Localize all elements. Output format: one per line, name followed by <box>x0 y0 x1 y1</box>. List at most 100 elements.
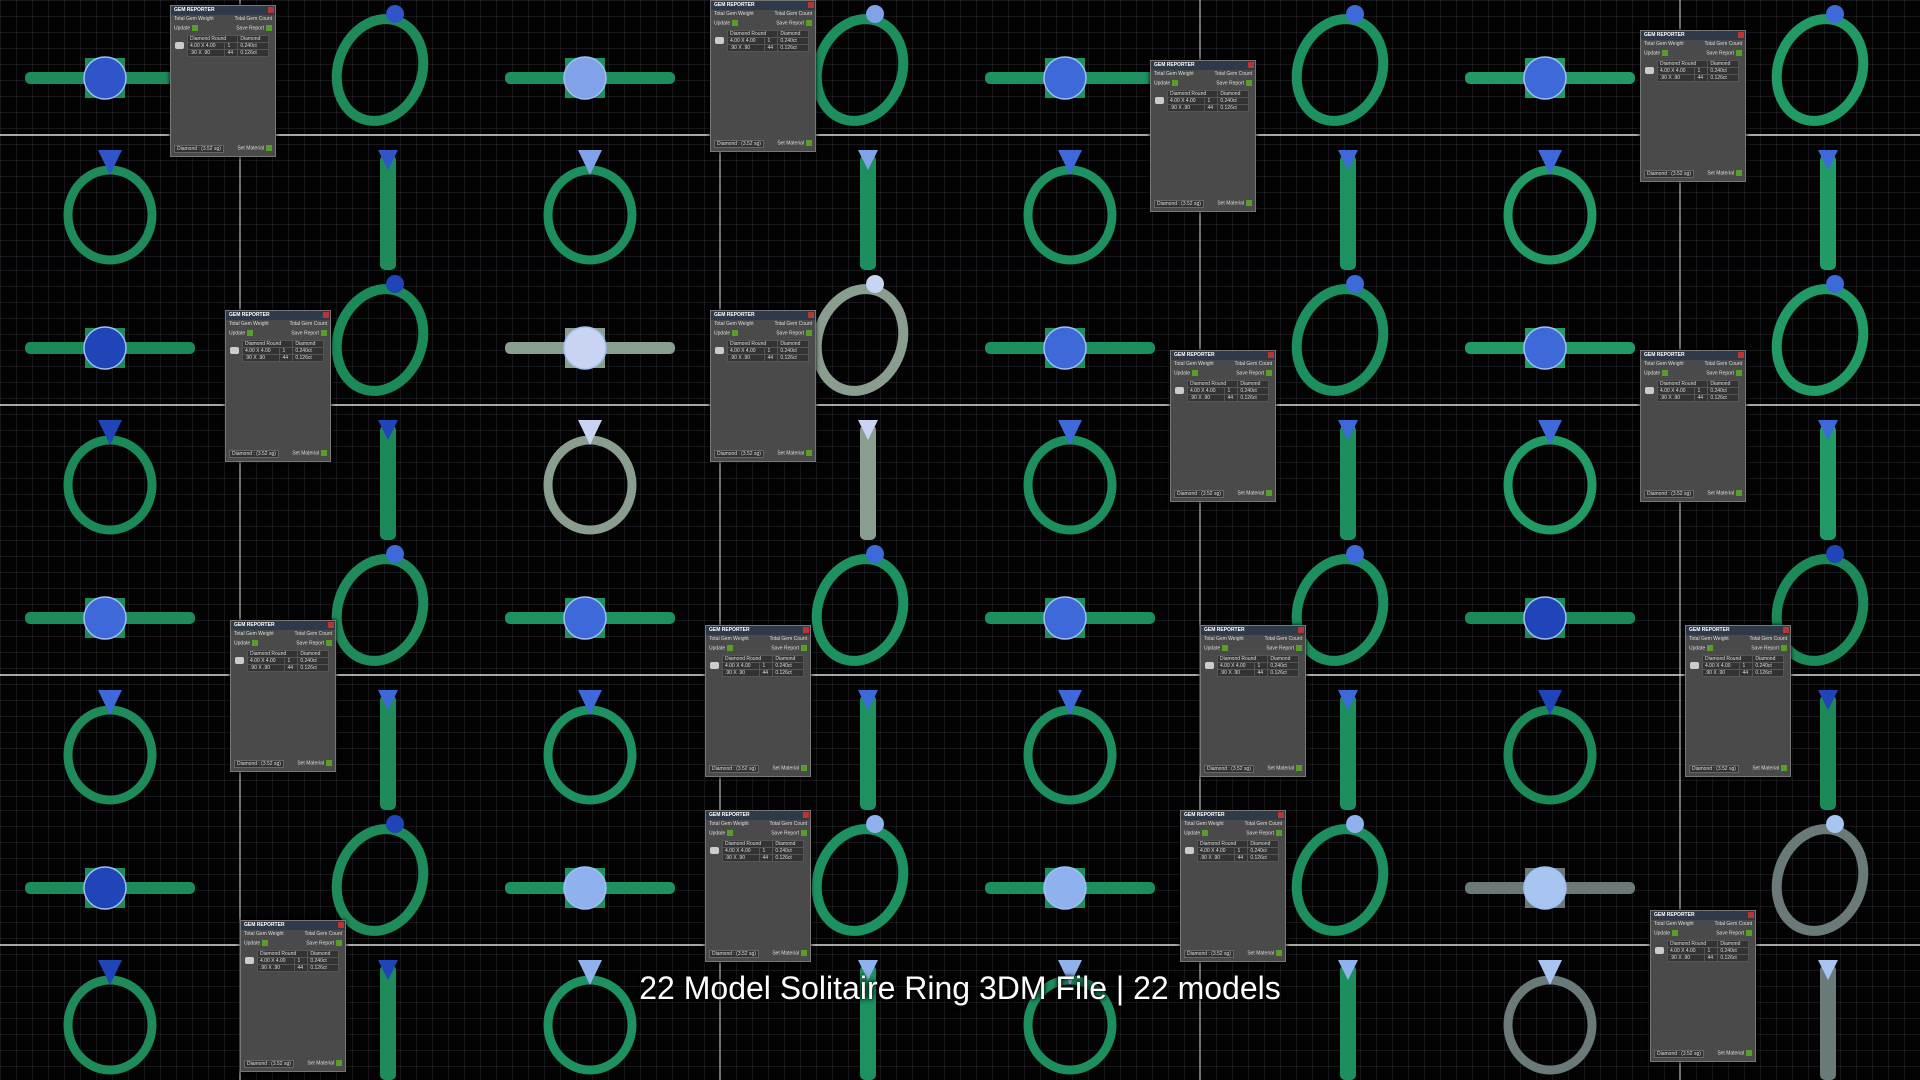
set-material-button[interactable]: Set Material <box>237 145 272 153</box>
material-select[interactable]: Diamond : (3.52 sg) <box>234 760 284 768</box>
save-report-button[interactable]: Save Report <box>1216 80 1252 87</box>
save-report-button[interactable]: Save Report <box>771 830 807 837</box>
update-button[interactable]: Update <box>244 940 269 947</box>
material-select[interactable]: Diamond : (3.52 sg) <box>1689 765 1739 773</box>
material-select[interactable]: Diamond : (3.52 sg) <box>714 140 764 148</box>
material-select[interactable]: Diamond : (3.52 sg) <box>1204 765 1254 773</box>
update-button[interactable]: Update <box>1174 370 1199 377</box>
set-material-button[interactable]: Set Material <box>1247 950 1282 958</box>
update-button[interactable]: Update <box>709 645 734 652</box>
save-report-button[interactable]: Save Report <box>1706 370 1742 377</box>
close-icon[interactable] <box>328 622 334 628</box>
close-icon[interactable] <box>1738 32 1744 38</box>
top-view-ring <box>505 866 675 910</box>
save-report-button[interactable]: Save Report <box>1266 645 1302 652</box>
close-icon[interactable] <box>1268 352 1274 358</box>
set-material-button[interactable]: Set Material <box>772 765 807 773</box>
close-icon[interactable] <box>268 7 274 13</box>
save-report-button[interactable]: Save Report <box>296 640 332 647</box>
update-button[interactable]: Update <box>1644 370 1669 377</box>
save-report-button[interactable]: Save Report <box>291 330 327 337</box>
close-icon[interactable] <box>323 312 329 318</box>
material-select[interactable]: Diamond : (3.52 sg) <box>709 765 759 773</box>
material-select[interactable]: Diamond : (3.52 sg) <box>174 145 224 153</box>
update-button[interactable]: Update <box>229 330 254 337</box>
material-select[interactable]: Diamond : (3.52 sg) <box>1154 200 1204 208</box>
material-select[interactable]: Diamond : (3.52 sg) <box>1654 1050 1704 1058</box>
material-select[interactable]: Diamond : (3.52 sg) <box>244 1060 294 1068</box>
update-button[interactable]: Update <box>1644 50 1669 57</box>
save-report-button[interactable]: Save Report <box>306 940 342 947</box>
update-button[interactable]: Update <box>714 20 739 27</box>
save-report-button[interactable]: Save Report <box>1706 50 1742 57</box>
close-icon[interactable] <box>1298 627 1304 633</box>
update-button[interactable]: Update <box>714 330 739 337</box>
close-icon[interactable] <box>803 627 809 633</box>
save-report-button[interactable]: Save Report <box>776 20 812 27</box>
material-select[interactable]: Diamond : (3.52 sg) <box>714 450 764 458</box>
update-button[interactable]: Update <box>1654 930 1679 937</box>
set-material-button[interactable]: Set Material <box>772 950 807 958</box>
close-icon[interactable] <box>1748 912 1754 918</box>
set-material-button[interactable]: Set Material <box>1237 490 1272 498</box>
material-select[interactable]: Diamond : (3.52 sg) <box>1184 950 1234 958</box>
material-select[interactable]: Diamond : (3.52 sg) <box>1644 170 1694 178</box>
save-label: Save Report <box>236 25 264 32</box>
set-material-button[interactable]: Set Material <box>1752 765 1787 773</box>
set-material-button[interactable]: Set Material <box>1217 200 1252 208</box>
close-icon[interactable] <box>1738 352 1744 358</box>
set-material-button[interactable]: Set Material <box>1707 490 1742 498</box>
close-icon[interactable] <box>808 312 814 318</box>
close-icon[interactable] <box>803 812 809 818</box>
update-button[interactable]: Update <box>1689 645 1714 652</box>
save-report-button[interactable]: Save Report <box>776 330 812 337</box>
update-button[interactable]: Update <box>174 25 199 32</box>
material-select[interactable]: Diamond : (3.52 sg) <box>1174 490 1224 498</box>
save-report-button[interactable]: Save Report <box>1246 830 1282 837</box>
update-button[interactable]: Update <box>234 640 259 647</box>
close-icon[interactable] <box>1783 627 1789 633</box>
set-material-button[interactable]: Set Material <box>1267 765 1302 773</box>
close-icon[interactable] <box>1248 62 1254 68</box>
material-select[interactable]: Diamond : (3.52 sg) <box>709 950 759 958</box>
set-material-icon <box>806 450 812 456</box>
save-report-button[interactable]: Save Report <box>1751 645 1787 652</box>
save-report-button[interactable]: Save Report <box>1716 930 1752 937</box>
set-material-button[interactable]: Set Material <box>1707 170 1742 178</box>
close-icon[interactable] <box>338 922 344 928</box>
set-material-button[interactable]: Set Material <box>307 1060 342 1068</box>
set-material-button[interactable]: Set Material <box>777 140 812 148</box>
material-select[interactable]: Diamond : (3.52 sg) <box>229 450 279 458</box>
set-material-button[interactable]: Set Material <box>777 450 812 458</box>
update-button[interactable]: Update <box>1154 80 1179 87</box>
update-button[interactable]: Update <box>1184 830 1209 837</box>
save-report-button[interactable]: Save Report <box>771 645 807 652</box>
save-report-button[interactable]: Save Report <box>1236 370 1272 377</box>
set-material-button[interactable]: Set Material <box>297 760 332 768</box>
set-material-button[interactable]: Set Material <box>1717 1050 1752 1058</box>
close-icon[interactable] <box>1278 812 1284 818</box>
set-material-button[interactable]: Set Material <box>292 450 327 458</box>
update-button[interactable]: Update <box>1204 645 1229 652</box>
update-button[interactable]: Update <box>709 830 734 837</box>
material-select[interactable]: Diamond : (3.52 sg) <box>1644 490 1694 498</box>
save-report-button[interactable]: Save Report <box>236 25 272 32</box>
close-icon[interactable] <box>808 2 814 8</box>
